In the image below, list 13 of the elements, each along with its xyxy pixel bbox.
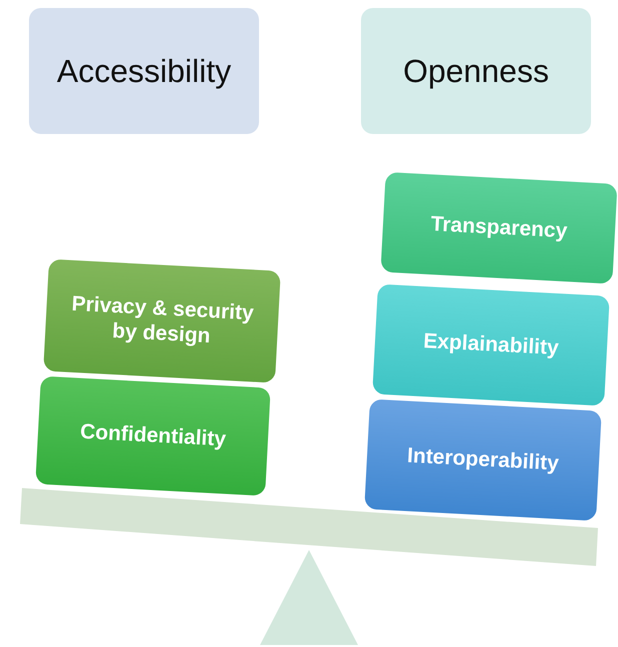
box-label: Openness [403, 52, 549, 90]
weight-block [380, 172, 618, 284]
box-label: Interoperability [406, 443, 560, 477]
heading-box [361, 8, 591, 134]
box-label: Accessibility [56, 52, 232, 90]
weight-block [35, 376, 271, 496]
box-label: Explainability [422, 328, 560, 362]
box-label: Confidentiality [80, 420, 226, 452]
weight-block [364, 399, 602, 521]
box-label: Privacy & security by design [70, 291, 256, 350]
heading-box [29, 8, 259, 134]
weight-block [372, 284, 610, 406]
box-label: Transparency [430, 212, 568, 244]
